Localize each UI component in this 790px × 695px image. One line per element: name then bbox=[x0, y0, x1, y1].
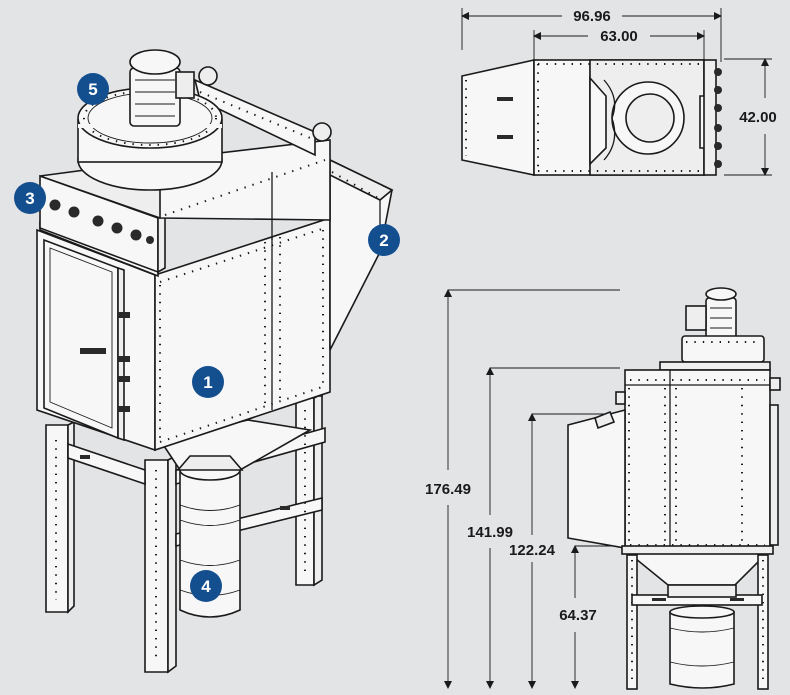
badge-4: 4 bbox=[190, 570, 222, 602]
motor bbox=[129, 49, 195, 127]
motor-junction-box bbox=[175, 71, 195, 99]
badge-2-label: 2 bbox=[379, 231, 388, 250]
side-cabinet bbox=[624, 369, 771, 551]
badge-1-label: 1 bbox=[203, 373, 212, 392]
top-inlet bbox=[461, 59, 535, 176]
cabinet-door bbox=[43, 238, 130, 442]
badge-4-label: 4 bbox=[201, 577, 211, 596]
side-view: 176.49 141.99 122.24 64.37 bbox=[425, 287, 781, 690]
leg-right bbox=[295, 397, 315, 586]
dim-overall-width: 96.96 bbox=[573, 8, 611, 25]
badge-5: 5 bbox=[77, 73, 109, 105]
side-fan bbox=[681, 335, 765, 363]
top-plate bbox=[193, 78, 316, 157]
dim-height-141: 141.99 bbox=[467, 524, 513, 541]
top-view: 96.96 63.00 42.00 bbox=[461, 8, 777, 176]
side-inlet bbox=[567, 408, 626, 549]
badge-2: 2 bbox=[368, 224, 400, 256]
dim-total-height: 176.49 bbox=[425, 481, 471, 498]
top-manifold bbox=[703, 59, 717, 176]
side-hopper bbox=[622, 549, 772, 586]
frame-brace-left bbox=[67, 442, 146, 486]
badge-1: 1 bbox=[192, 366, 224, 398]
motor-cap bbox=[129, 49, 181, 75]
motor-body bbox=[129, 67, 181, 127]
side-leg-left bbox=[626, 554, 638, 690]
badge-3-label: 3 bbox=[25, 189, 34, 208]
dim-height-64: 64.37 bbox=[559, 607, 597, 624]
side-leg-right bbox=[757, 554, 769, 690]
side-drum bbox=[669, 611, 735, 689]
door-latch-1 bbox=[118, 312, 130, 318]
leg-front bbox=[144, 459, 169, 673]
door-handle bbox=[80, 348, 106, 354]
side-door bbox=[769, 404, 779, 546]
dim-height-122: 122.24 bbox=[509, 542, 556, 559]
dim-depth: 42.00 bbox=[739, 109, 777, 126]
isometric-view: 1 2 3 4 5 bbox=[14, 49, 400, 674]
dim-inner-width: 63.00 bbox=[600, 28, 638, 45]
badge-3: 3 bbox=[14, 182, 46, 214]
door-latch-2 bbox=[118, 356, 130, 362]
diaphragm-valve bbox=[49, 199, 61, 211]
badge-5-label: 5 bbox=[88, 80, 97, 99]
